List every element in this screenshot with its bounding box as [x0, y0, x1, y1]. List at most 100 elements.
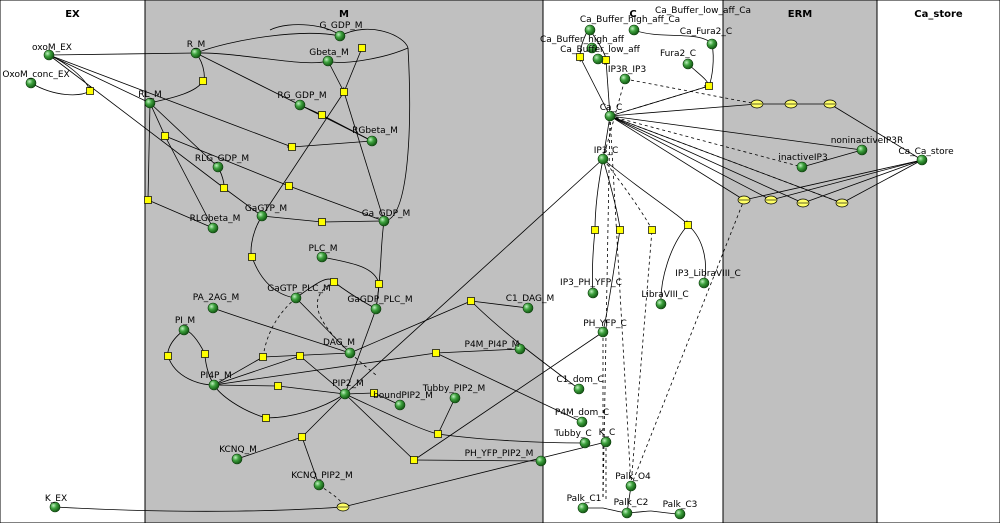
flux-node-7[interactable]: [336, 502, 350, 512]
species-node-dag-m[interactable]: [344, 347, 356, 359]
flux-node-3[interactable]: [737, 195, 751, 205]
species-node-ca-c[interactable]: [604, 110, 616, 122]
species-node-palk-o4[interactable]: [625, 480, 637, 492]
species-node-k-ex[interactable]: [49, 501, 61, 513]
species-node-c1-dom-c[interactable]: [573, 383, 585, 395]
species-node-ca-buffer-low-aff-ca[interactable]: [628, 24, 640, 36]
reaction-node-25[interactable]: [370, 389, 378, 397]
species-node-palk-c2[interactable]: [621, 507, 633, 519]
species-node-ga-gdp-m[interactable]: [378, 215, 390, 227]
species-node-plc-m[interactable]: [316, 251, 328, 263]
reaction-node-22[interactable]: [434, 430, 442, 438]
species-node-r-m[interactable]: [190, 47, 202, 59]
reaction-node-26[interactable]: [576, 53, 584, 61]
reaction-node-6[interactable]: [288, 143, 296, 151]
reaction-node-8[interactable]: [144, 196, 152, 204]
species-node-rlg-gdp-m[interactable]: [212, 161, 224, 173]
reaction-node-20[interactable]: [432, 349, 440, 357]
reaction-node-19[interactable]: [262, 414, 270, 422]
species-node-ph-yfp-c[interactable]: [597, 326, 609, 338]
species-node-g-gdp-m[interactable]: [334, 30, 346, 42]
reaction-node-16[interactable]: [259, 353, 267, 361]
reaction-node-9[interactable]: [285, 182, 293, 190]
edge-53: [277, 385, 346, 396]
species-node-pi4p-m[interactable]: [208, 379, 220, 391]
species-node-gagtp-plc-m[interactable]: [290, 292, 302, 304]
species-node-pip2-m[interactable]: [339, 388, 351, 400]
reaction-node-5[interactable]: [161, 132, 169, 140]
flux-node-2[interactable]: [823, 99, 837, 109]
reaction-node-15[interactable]: [201, 350, 209, 358]
species-node-gagdp-plc-m[interactable]: [370, 303, 382, 315]
species-node-boundpip2-m[interactable]: [394, 399, 406, 411]
species-node-gagtp-m[interactable]: [256, 210, 268, 222]
species-label-gbeta-m: Gbeta_M: [309, 48, 349, 58]
flux-node-1[interactable]: [784, 99, 798, 109]
species-node-kcnq-m[interactable]: [231, 453, 243, 465]
species-node-ph-yfp-pip2-m[interactable]: [535, 455, 547, 467]
species-node-p4m-pi4p-m[interactable]: [514, 343, 526, 355]
species-node-ca-fura2-c[interactable]: [706, 38, 718, 50]
reaction-node-11[interactable]: [248, 253, 256, 261]
species-node-oxom-conc-ex[interactable]: [25, 77, 37, 89]
species-node-ca-buffer-low-aff[interactable]: [592, 53, 604, 65]
species-node-ca-ca-store[interactable]: [916, 154, 928, 166]
species-node-kcnq-pip2-m[interactable]: [313, 479, 325, 491]
species-node-c1-dag-m[interactable]: [522, 302, 534, 314]
reaction-node-27[interactable]: [602, 56, 610, 64]
species-node-palk-c1[interactable]: [577, 502, 589, 514]
species-node-palk-c3[interactable]: [674, 508, 686, 520]
species-label-plc-m: PLC_M: [309, 244, 338, 254]
flux-node-6[interactable]: [835, 198, 849, 208]
flux-node-0[interactable]: [750, 99, 764, 109]
species-node-pa-2ag-m[interactable]: [207, 302, 219, 314]
reaction-node-18[interactable]: [274, 382, 282, 390]
species-node-pi-m[interactable]: [178, 324, 190, 336]
species-node-k-c[interactable]: [600, 436, 612, 448]
reaction-node-2[interactable]: [358, 44, 366, 52]
species-node-ca-buffer-high-aff[interactable]: [586, 42, 598, 54]
flux-node-4[interactable]: [764, 195, 778, 205]
compartment-ca-store: [876, 0, 1000, 523]
reaction-node-10[interactable]: [318, 218, 326, 226]
edge-31: [383, 47, 410, 224]
species-node-rgbeta-m[interactable]: [366, 135, 378, 147]
species-node-ip3-libraviii-c[interactable]: [698, 277, 710, 289]
species-node-ip3-ph-yfp-c[interactable]: [587, 287, 599, 299]
reaction-node-17[interactable]: [296, 352, 304, 360]
reaction-node-28[interactable]: [705, 82, 713, 90]
reaction-node-1[interactable]: [199, 77, 207, 85]
species-node-oxom-ex[interactable]: [43, 49, 55, 61]
species-node-rl-m[interactable]: [144, 97, 156, 109]
species-node-fura2-c[interactable]: [682, 58, 694, 70]
species-node-ip3r-ip3[interactable]: [619, 73, 631, 85]
species-node-p4m-dom-c[interactable]: [576, 416, 588, 428]
reaction-node-24[interactable]: [298, 433, 306, 441]
species-node-inactiveip3[interactable]: [796, 161, 808, 173]
species-label-rl-m: RL_M: [138, 90, 162, 100]
reaction-node-30[interactable]: [616, 226, 624, 234]
reaction-node-32[interactable]: [684, 221, 692, 229]
species-node-tubby-c[interactable]: [579, 437, 591, 449]
reaction-node-29[interactable]: [591, 226, 599, 234]
species-node-libraviii-c[interactable]: [655, 298, 667, 310]
reaction-node-13[interactable]: [375, 280, 383, 288]
species-node-ca-buffer-high-aff-ca[interactable]: [584, 24, 596, 36]
reaction-node-4[interactable]: [318, 111, 326, 119]
reaction-node-12[interactable]: [330, 278, 338, 286]
reaction-node-14[interactable]: [164, 352, 172, 360]
reaction-node-23[interactable]: [410, 456, 418, 464]
species-node-ip3-c[interactable]: [597, 153, 609, 165]
species-node-rg-gdp-m[interactable]: [294, 99, 306, 111]
species-node-tubby-pip2-m[interactable]: [449, 392, 461, 404]
reaction-node-3[interactable]: [340, 88, 348, 96]
species-node-rlgbeta-m[interactable]: [207, 222, 219, 234]
species-node-gbeta-m[interactable]: [322, 55, 334, 67]
flux-node-5[interactable]: [796, 198, 810, 208]
reaction-node-0[interactable]: [86, 87, 94, 95]
reaction-node-21[interactable]: [467, 297, 475, 305]
edge-56: [213, 352, 437, 386]
species-node-noninactiveip3r[interactable]: [856, 144, 868, 156]
reaction-node-31[interactable]: [648, 226, 656, 234]
reaction-node-7[interactable]: [220, 184, 228, 192]
